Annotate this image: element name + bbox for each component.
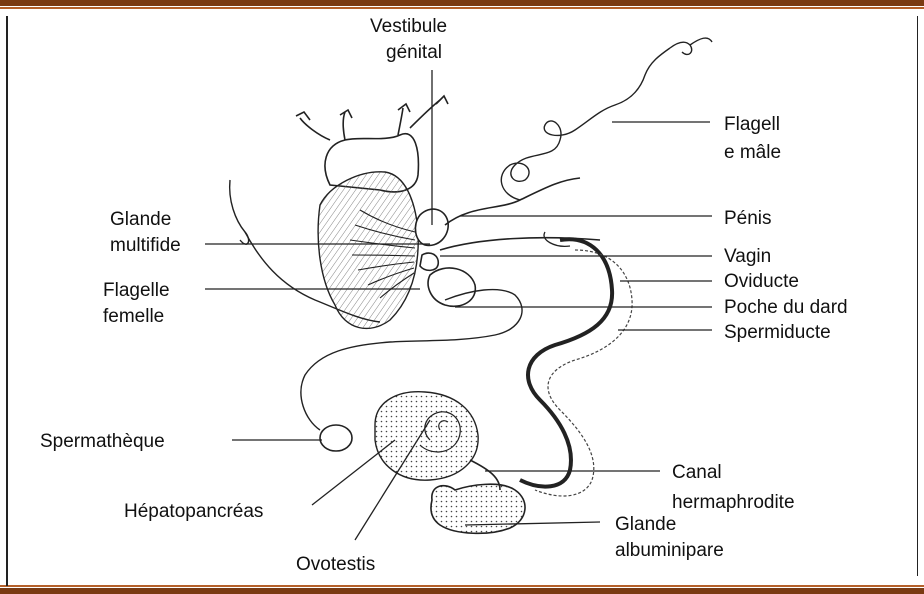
label-hepatopancreas: Hépatopancréas bbox=[124, 501, 263, 522]
label-flagelle-male-line1: Flagell bbox=[724, 114, 780, 135]
label-vestibule-line1: Vestibule bbox=[370, 16, 447, 37]
label-spermatheque: Spermathèque bbox=[40, 431, 165, 452]
label-canal-hermaphrodite-line2: hermaphrodite bbox=[672, 492, 795, 513]
label-spermiducte: Spermiducte bbox=[724, 322, 831, 343]
hepatopancreas-shape bbox=[375, 392, 478, 480]
label-flagelle-male-line2: e mâle bbox=[724, 142, 781, 163]
label-poche-du-dard: Poche du dard bbox=[724, 297, 848, 318]
label-glande-albuminipare-line2: albuminipare bbox=[615, 540, 724, 561]
label-penis: Pénis bbox=[724, 208, 772, 229]
spermiducte-shape bbox=[520, 232, 632, 496]
label-vestibule-line2: génital bbox=[386, 42, 442, 63]
label-flagelle-femelle-line2: femelle bbox=[103, 306, 164, 327]
glande-multifide-shape bbox=[318, 172, 418, 329]
central-organs bbox=[415, 178, 600, 306]
label-glande-multifide-line2: multifide bbox=[110, 235, 181, 256]
label-vagin: Vagin bbox=[724, 246, 771, 267]
label-glande-albuminipare-line1: Glande bbox=[615, 514, 676, 535]
flagelle-male-shape bbox=[501, 38, 712, 200]
label-flagelle-femelle-line1: Flagelle bbox=[103, 280, 170, 301]
label-ovotestis: Ovotestis bbox=[296, 554, 375, 575]
label-oviducte: Oviducte bbox=[724, 271, 799, 292]
label-glande-multifide-line1: Glande bbox=[110, 209, 171, 230]
label-canal-hermaphrodite-line1: Canal bbox=[672, 462, 722, 483]
